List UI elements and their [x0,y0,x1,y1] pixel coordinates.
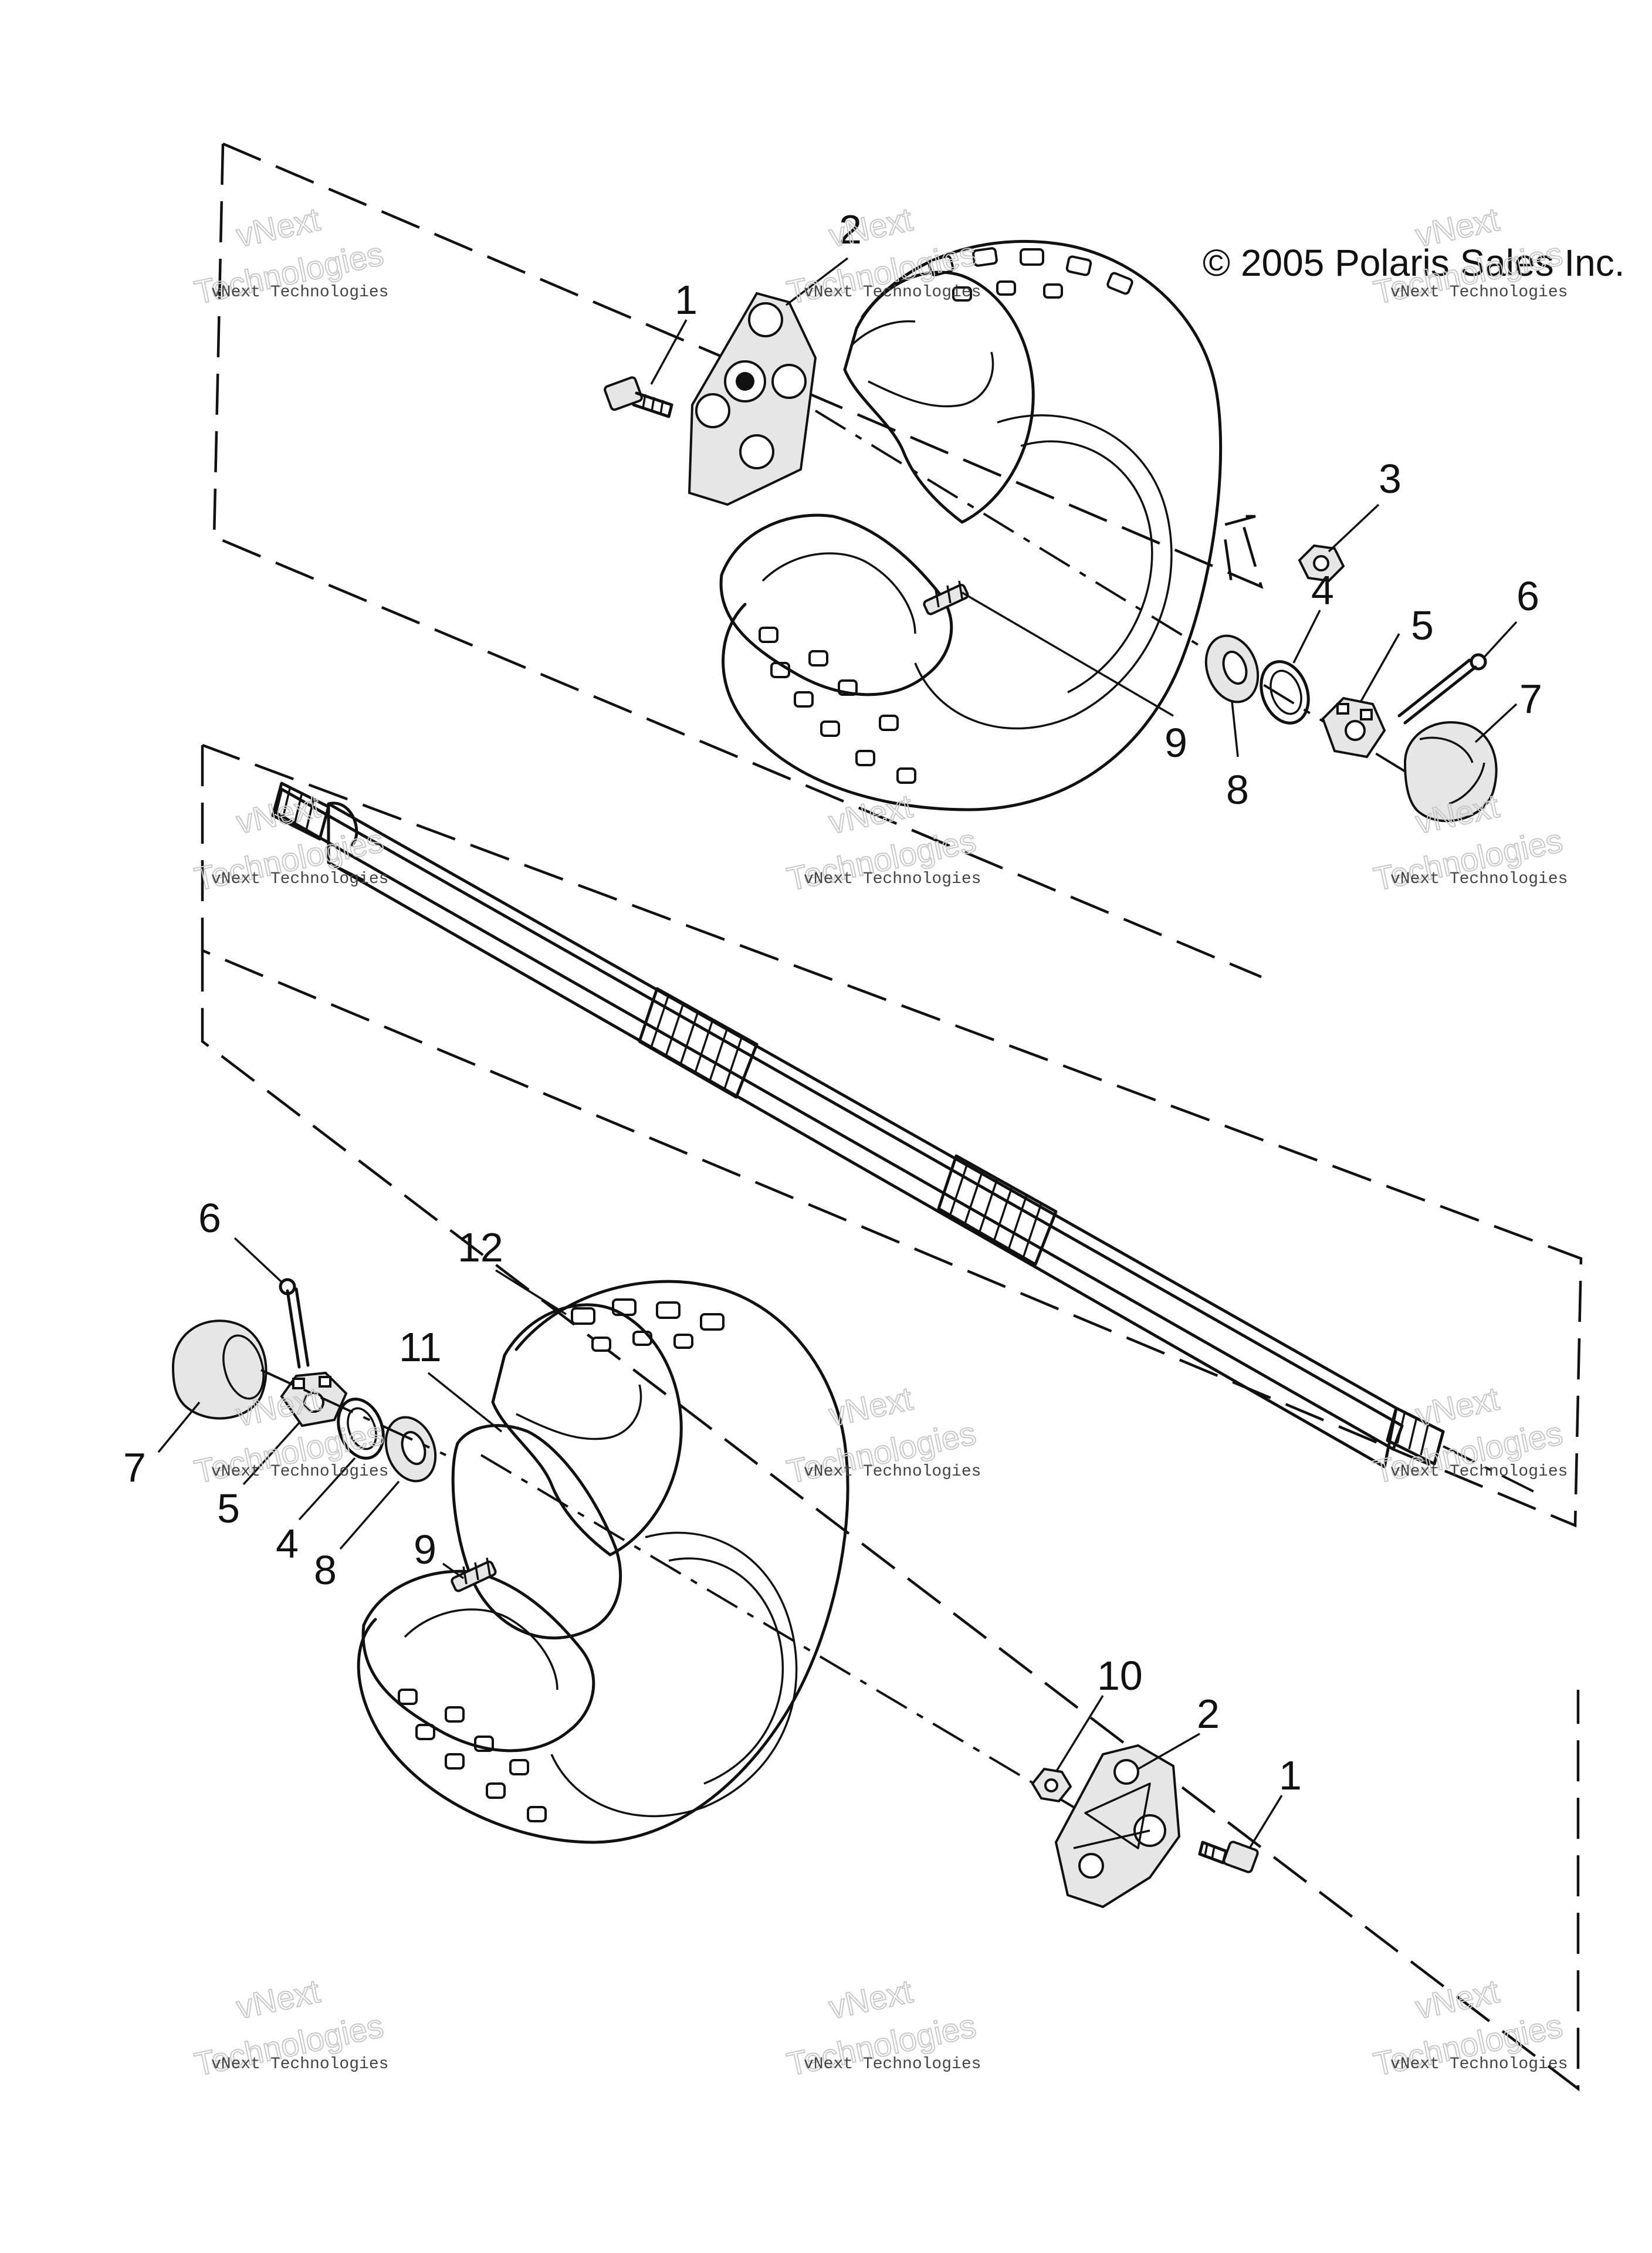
watermark-small: vNext Technologies [804,2055,981,2073]
bottom-washer-4 [337,1398,385,1460]
top-washer-4 [1260,660,1310,725]
callout-bottom-8: 8 [314,1547,337,1593]
rear-axle [271,782,1538,1494]
callout-top-7: 7 [1519,676,1542,722]
axle-spline-right [937,1154,1058,1266]
watermark-small: vNext Technologies [1390,1463,1568,1481]
top-tire-outer [722,239,1223,811]
top-nut [1298,544,1345,583]
svg-text:vNext: vNext [825,1380,916,1433]
bottom-valve-stem [451,1557,497,1592]
watermarks: vNext Technologies vNext Technologies vN… [191,200,1568,2083]
leader-lines [157,257,1518,1849]
bottom-cotter-pin [279,1278,310,1369]
watermark-small: vNext Technologies [211,1463,388,1481]
watermark-small: vNext Technologies [804,283,981,302]
callout-top-3: 3 [1379,456,1402,502]
callout-bottom-11: 11 [399,1324,442,1370]
watermark-small: vNext Technologies [1390,283,1568,302]
watermark-small: vNext Technologies [804,870,981,888]
callout-top-8: 8 [1226,767,1249,813]
bottom-rim-inner-half [451,1424,622,1640]
copyright-text: © 2005 Polaris Sales Inc. [1203,242,1625,284]
top-washer-8 [1204,634,1260,703]
top-cotter-pin [1397,653,1487,725]
top-castle-nut [1321,696,1386,759]
bottom-nut-10 [1031,1767,1072,1803]
callout-top-2: 2 [839,207,862,252]
top-rim-outer-half [843,270,1035,524]
bottom-tire-outer [357,1280,849,1844]
top-bolt [604,376,673,418]
bottom-castle-nut [280,1371,348,1427]
callout-top-5: 5 [1411,603,1434,648]
callout-bottom-12: 12 [458,1224,503,1270]
top-tread-blocks [759,247,1133,784]
bottom-dust-cap [171,1320,268,1420]
top-valve-stem [923,580,969,615]
bottom-wheel-assembly [171,1278,1259,1909]
axle-shaft [274,787,1404,1451]
callout-bottom-9: 9 [414,1527,436,1572]
svg-text:vNext: vNext [233,1973,323,2026]
axle-spline-left [638,987,759,1099]
svg-text:vNext: vNext [1412,1380,1502,1433]
callout-top-4: 4 [1311,567,1334,613]
callout-top-1: 1 [675,277,698,323]
axle-thread-left [271,782,330,841]
top-dust-cap [1403,721,1498,823]
callout-top-9: 9 [1164,720,1187,766]
top-rim-inner-half [719,513,953,696]
bottom-rim-outer-half [491,1303,683,1557]
callout-numbers-bottom: 6 12 11 7 5 4 8 9 10 2 1 [123,1195,1302,1798]
watermark-small: vNext Technologies [211,870,388,888]
callout-bottom-6: 6 [198,1195,221,1241]
watermark-small: vNext Technologies [211,2055,388,2073]
bottom-tread-blocks [398,1298,725,1822]
top-hub-plate [688,292,817,506]
top-wheel-assembly [604,239,1498,823]
watermark-small: vNext Technologies [804,1463,981,1481]
callout-bottom-10: 10 [1097,1653,1143,1699]
axle-thread-right [1386,1406,1445,1466]
callout-bottom-4: 4 [276,1521,299,1567]
callout-bottom-7: 7 [123,1445,146,1490]
assembly-frames [201,142,1583,2092]
svg-text:vNext: vNext [825,787,916,841]
bottom-bolt [1198,1841,1259,1873]
bottom-hub-plate [1054,1744,1181,1909]
callout-bottom-1: 1 [1279,1753,1302,1798]
svg-text:vNext: vNext [825,1973,916,2026]
svg-text:vNext: vNext [233,201,323,254]
watermark-small: vNext Technologies [1390,2055,1568,2073]
callout-numbers-top: 1 2 3 4 5 6 7 8 9 [675,207,1542,813]
svg-text:vNext: vNext [1412,1973,1502,2026]
callout-top-6: 6 [1516,573,1539,619]
bottom-rim-back [361,1569,595,1753]
watermark-small: vNext Technologies [211,283,388,302]
watermark-small: vNext Technologies [1390,870,1568,888]
callout-bottom-2: 2 [1197,1691,1220,1737]
callout-bottom-5: 5 [217,1486,240,1531]
